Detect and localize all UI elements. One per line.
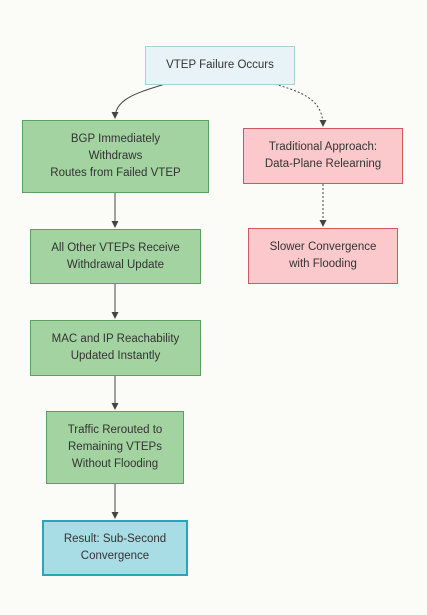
node-bgp-withdraw-label: BGP Immediately Withdraws Routes from Fa…: [50, 133, 181, 179]
node-reachability: MAC and IP Reachability Updated Instantl…: [30, 320, 201, 376]
node-traditional-approach: Traditional Approach: Data-Plane Relearn…: [243, 128, 403, 184]
node-bgp-withdraw: BGP Immediately Withdraws Routes from Fa…: [22, 120, 209, 193]
node-traffic-rerouted: Traffic Rerouted to Remaining VTEPs With…: [46, 411, 184, 484]
edge-failure-to-traditional: [274, 83, 327, 127]
node-traffic-rerouted-label: Traffic Rerouted to Remaining VTEPs With…: [67, 424, 163, 470]
edge-failure-to-bgp-withdraw: [111, 83, 166, 119]
node-reachability-label: MAC and IP Reachability Updated Instantl…: [51, 333, 180, 362]
node-receive-update: All Other VTEPs Receive Withdrawal Updat…: [30, 229, 201, 284]
node-traditional-approach-label: Traditional Approach: Data-Plane Relearn…: [264, 141, 382, 170]
node-receive-update-label: All Other VTEPs Receive Withdrawal Updat…: [51, 241, 180, 271]
node-result-label: Result: Sub-Second Convergence: [63, 533, 167, 562]
node-vtep-failure: VTEP Failure Occurs: [145, 46, 295, 85]
node-vtep-failure-label: VTEP Failure Occurs: [166, 59, 274, 71]
node-slower-convergence-label: Slower Convergence with Flooding: [269, 241, 377, 270]
node-slower-convergence: Slower Convergence with Flooding: [248, 228, 398, 284]
node-result: Result: Sub-Second Convergence: [42, 520, 188, 576]
